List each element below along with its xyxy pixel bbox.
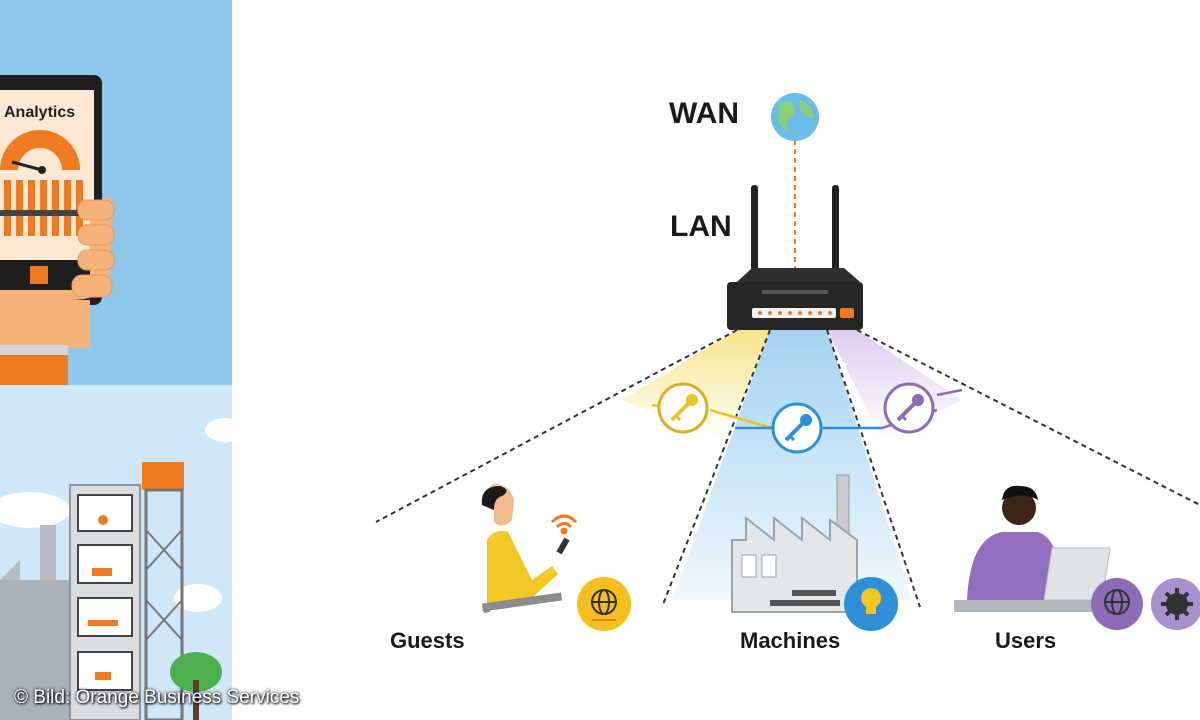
lan-label: LAN: [670, 210, 732, 243]
hand-illustration: [0, 196, 115, 385]
image-credit: © Bild: Orange Business Services: [14, 687, 300, 708]
user-internet-badge-icon: [1091, 578, 1143, 630]
globe-icon: [771, 93, 819, 141]
left-illustration: [0, 0, 232, 720]
user-key-icon: [883, 382, 935, 434]
tablet-illustration: [0, 75, 102, 305]
guest-person-illustration: [481, 484, 570, 614]
network-diagram: WAN LAN Guests Machines Users: [232, 0, 1200, 720]
guests-label: Guests: [390, 628, 465, 653]
router-icon: [727, 185, 863, 330]
guest-key-icon: [657, 382, 709, 434]
left-illustration-panel: Analytics: [0, 0, 232, 720]
users-label: Users: [995, 628, 1057, 653]
wan-label: WAN: [669, 97, 739, 130]
machines-lightbulb-badge-icon: [844, 577, 898, 631]
machines-label: Machines: [740, 628, 841, 653]
user-person-illustration: [954, 485, 1111, 612]
user-settings-gear-icon: [1151, 578, 1200, 630]
tree-illustration: [170, 652, 222, 720]
office-building-illustration: [69, 462, 184, 720]
network-diagram-graphic: [375, 93, 1200, 631]
segment-boundary-lines: [375, 329, 1200, 608]
analytics-label: Analytics: [4, 104, 76, 121]
machines-beam: [672, 330, 912, 600]
factory-illustration: [0, 525, 70, 720]
machine-key-icon: [771, 402, 823, 454]
wifi-icon: [550, 514, 578, 535]
guest-internet-badge-icon: [577, 577, 631, 631]
